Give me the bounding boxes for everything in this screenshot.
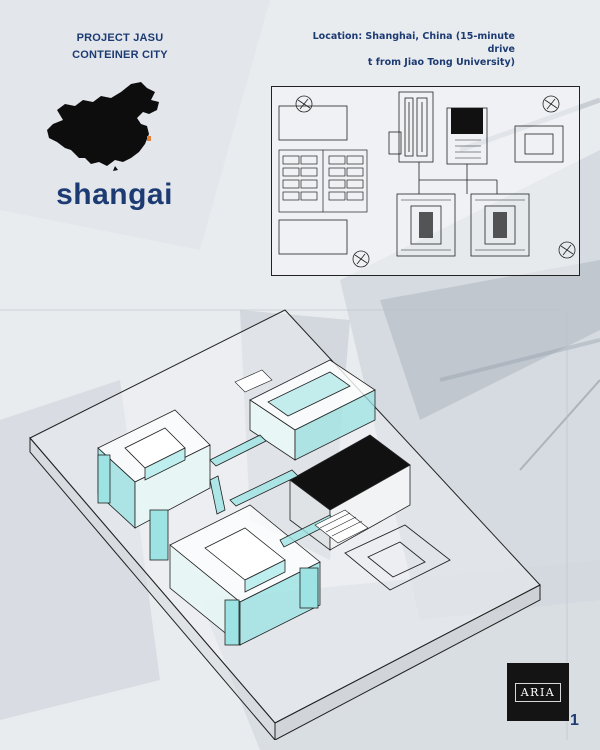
- tree-icon: [352, 250, 370, 268]
- location-line2: t from Jiao Tong University): [367, 57, 515, 68]
- project-title-line1: PROJECT JASU: [76, 32, 164, 44]
- site-plan-drawing: [271, 86, 580, 276]
- location-line1: Location: Shanghai, China (15-minute dri…: [312, 31, 515, 55]
- aria-logo: ARIA: [507, 663, 569, 721]
- project-title-line2: CONTEINER CITY: [72, 49, 168, 61]
- aria-logo-text: ARIA: [514, 682, 562, 702]
- page-number: 1: [570, 712, 579, 729]
- location-text: Location: Shanghai, China (15-minute dri…: [300, 30, 515, 69]
- china-map-icon: [47, 82, 159, 171]
- city-name: shangai: [56, 178, 173, 211]
- tree-icon: [558, 241, 576, 259]
- tree-icon: [542, 95, 560, 113]
- axonometric-drawing: [29, 309, 541, 740]
- tree-icon: [295, 95, 313, 113]
- project-title: PROJECT JASU CONTEINER CITY: [55, 30, 185, 64]
